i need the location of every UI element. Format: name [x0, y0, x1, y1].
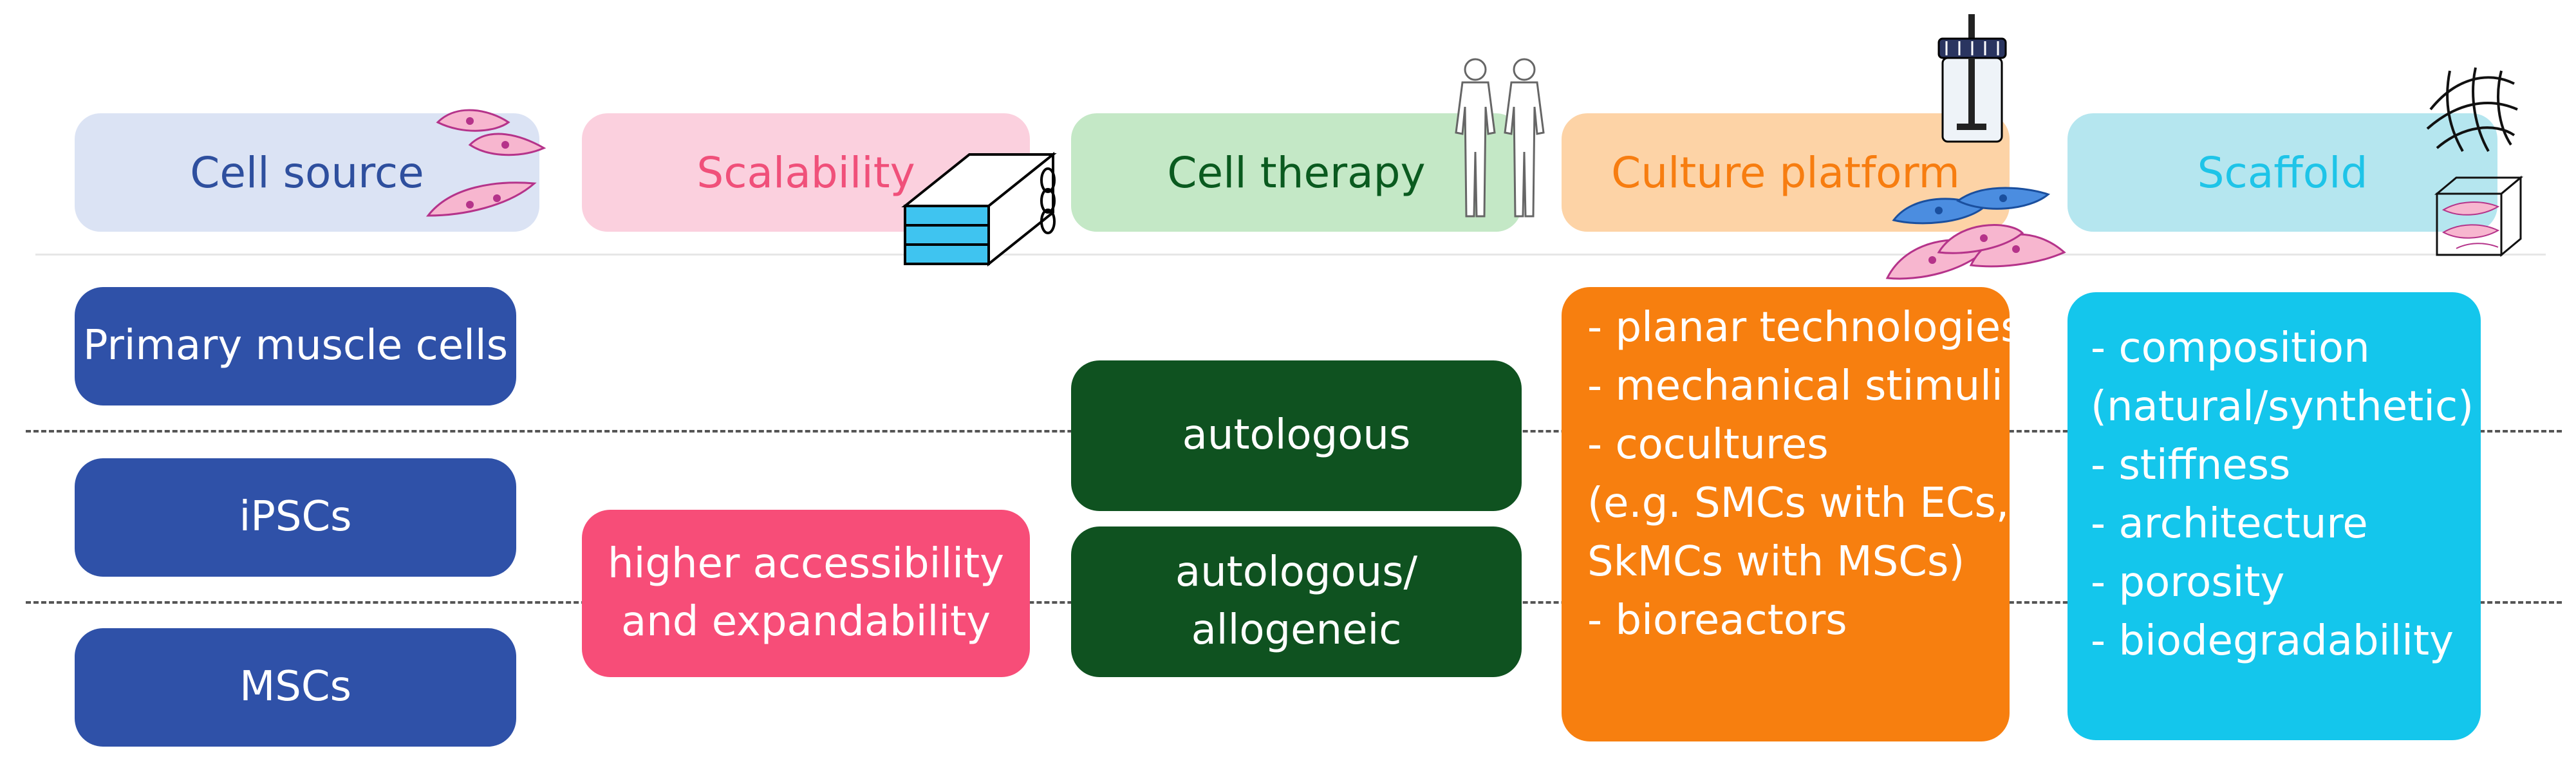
- box-autologous-allogeneic: autologous/ allogeneic: [1071, 526, 1522, 677]
- cells-cluster-icon: [1885, 187, 2066, 280]
- culture-item: SkMCs with MSCs): [1587, 538, 1965, 586]
- scaffold-item: - porosity: [2091, 559, 2285, 606]
- header-cell-source-label: Cell source: [190, 147, 424, 198]
- autologous-allogeneic-line-1: autologous/: [1175, 548, 1418, 597]
- scaffold-cube-icon: [2434, 175, 2524, 257]
- autologous-label: autologous: [1182, 411, 1411, 460]
- header-scaffold: Scaffold: [2067, 113, 2497, 232]
- cells-icon: [425, 109, 546, 217]
- header-cell-therapy-label: Cell therapy: [1167, 147, 1426, 198]
- human-figures-icon: [1455, 58, 1545, 218]
- scaffold-item: - biodegradability: [2091, 617, 2454, 665]
- stacked-flasks-icon: [901, 151, 1057, 267]
- culture-item: - bioreactors: [1587, 597, 1847, 644]
- scaffold-item: - composition: [2091, 324, 2370, 372]
- box-culture-platform: - planar technologies - mechanical stimu…: [1562, 287, 2022, 741]
- header-scalability-label: Scalability: [696, 147, 915, 198]
- header-divider: [35, 254, 2546, 256]
- primary-muscle-cells-label: Primary muscle cells: [82, 322, 509, 370]
- culture-item: - mechanical stimuli: [1587, 362, 2003, 410]
- autologous-allogeneic-line-2: allogeneic: [1191, 606, 1402, 654]
- header-scaffold-label: Scaffold: [2197, 147, 2368, 198]
- box-ipscs: iPSCs: [75, 458, 516, 577]
- accessibility-line-1: higher accessibility: [608, 540, 1004, 588]
- culture-item: - planar technologies: [1587, 304, 2022, 351]
- culture-item: (e.g. SMCs with ECs,: [1587, 480, 2010, 527]
- header-cell-source: Cell source: [75, 113, 539, 232]
- scaffold-item: - architecture: [2091, 500, 2368, 548]
- box-mscs: MSCs: [75, 628, 516, 747]
- culture-item: - cocultures: [1587, 421, 1829, 469]
- scaffold-item: (natural/synthetic): [2091, 383, 2474, 431]
- accessibility-line-2: and expandability: [621, 598, 991, 646]
- box-accessibility: higher accessibility and expandability: [582, 510, 1030, 677]
- box-autologous: autologous: [1071, 360, 1522, 511]
- box-primary-muscle-cells: Primary muscle cells: [75, 287, 516, 405]
- scaffold-item: - stiffness: [2091, 442, 2291, 489]
- box-scaffold: - composition (natural/synthetic) - stif…: [2067, 292, 2481, 740]
- mesh-icon: [2426, 67, 2518, 152]
- bioreactor-jar-icon: [1937, 14, 2007, 143]
- header-cell-therapy: Cell therapy: [1071, 113, 1522, 232]
- ipscs-label: iPSCs: [239, 493, 352, 541]
- mscs-label: MSCs: [239, 663, 351, 711]
- header-culture-platform-label: Culture platform: [1611, 147, 1960, 198]
